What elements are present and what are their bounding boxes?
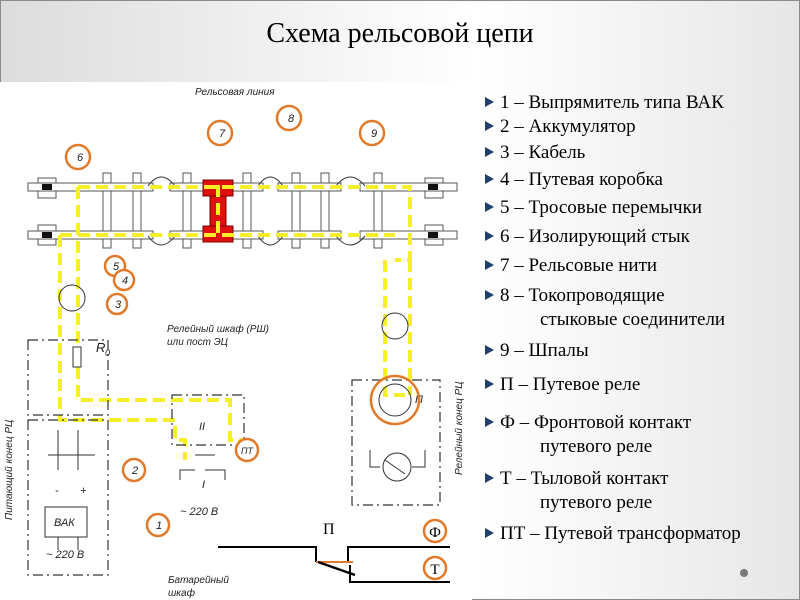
feed-voltage: ~ 220 В — [46, 549, 84, 561]
bullet-icon — [485, 290, 494, 300]
cabinet-boxes — [27, 339, 441, 576]
wiring — [44, 284, 426, 550]
sleeper — [373, 172, 383, 249]
callout-5: 5 — [113, 261, 120, 273]
relay-end-label: Релейный конец РЦ — [454, 381, 465, 475]
plus-sign: + — [80, 485, 87, 497]
callout-9: 9 — [371, 128, 377, 140]
bullet-icon — [485, 121, 494, 131]
sleeper — [320, 172, 330, 249]
bullet-icon — [485, 260, 494, 270]
sleeper — [291, 172, 301, 249]
front-contact-label: Ф — [429, 525, 441, 541]
legend-item: 4 – Путевая коробка — [485, 169, 663, 191]
rail-line-label: Рельсовая линия — [195, 87, 275, 98]
bullet-icon — [485, 202, 494, 212]
joint-insulators — [42, 184, 438, 238]
legend-item: 6 – Изолирующий стык — [485, 226, 690, 248]
relay-cabinet-label-2: или пост ЭЦ — [167, 337, 228, 348]
legend-item: П – Путевое реле — [485, 374, 640, 396]
track-relay — [378, 383, 412, 417]
callout-7: 7 — [219, 128, 226, 140]
bullet-icon — [485, 417, 494, 427]
bullet-icon — [485, 174, 494, 184]
rectifier-box-label: ВАК — [54, 517, 75, 529]
callout-6: 6 — [77, 152, 84, 164]
legend-item: ПТ – Путевой трансформатор — [485, 523, 741, 545]
bullet-icon — [485, 231, 494, 241]
contact-relay-label: П — [323, 521, 335, 538]
relay-cabinet-label-1: Релейный шкаф (РШ) — [167, 323, 269, 335]
legend: 1 – Выпрямитель типа ВАК 2 – Аккумулятор… — [485, 0, 800, 600]
feed-end-label: Питающий конец РЦ — [4, 420, 15, 520]
track-box-left — [58, 284, 86, 312]
sleeper — [182, 172, 192, 249]
callout-4: 4 — [122, 275, 128, 287]
resistor — [72, 346, 82, 368]
track-box-right — [381, 312, 409, 340]
slide-title: Схема рельсовой цепи — [266, 18, 534, 49]
resistor-label: R — [96, 340, 105, 355]
contact-diagram: П Ф Т — [218, 518, 450, 583]
bullet-icon — [485, 345, 494, 355]
sleeper — [132, 172, 142, 249]
transformer-voltage: ~ 220 В — [180, 506, 218, 518]
secondary-winding-label: II — [199, 421, 205, 433]
legend-item: 9 – Шпалы — [485, 340, 589, 362]
legend-item: 1 – Выпрямитель типа ВАК — [485, 92, 724, 114]
bullet-icon — [485, 528, 494, 538]
bullet-icon — [485, 147, 494, 157]
joint-connectors — [147, 176, 366, 246]
legend-item: 3 – Кабель — [485, 142, 585, 164]
sleeper — [242, 172, 252, 249]
battery-cabinet-2: шкаф — [168, 587, 196, 599]
legend-item: 2 – Аккумулятор — [485, 116, 636, 138]
back-contact-label: Т — [430, 562, 439, 578]
diode — [382, 452, 412, 482]
sleepers — [102, 172, 383, 249]
callout-pt: ПТ — [241, 446, 255, 456]
bullet-icon — [485, 473, 494, 483]
callout-8: 8 — [288, 113, 295, 125]
legend-item: 5 – Тросовые перемычки — [485, 197, 702, 219]
battery-cabinet-1: Батарейный — [168, 575, 229, 586]
sleeper — [102, 172, 112, 249]
bullet-icon — [485, 379, 494, 389]
resistor-subscript: 0 — [105, 348, 110, 358]
callout-rings — [64, 104, 421, 538]
callout-1: 1 — [156, 520, 162, 532]
slide-dot — [740, 569, 748, 577]
callout-2: 2 — [131, 465, 138, 477]
minus-sign: - — [55, 485, 59, 497]
primary-winding-label: I — [202, 479, 205, 491]
rectifier-box — [44, 506, 88, 538]
bullet-icon — [485, 97, 494, 107]
signal-path — [58, 185, 412, 460]
legend-item: 7 – Рельсовые нити — [485, 255, 657, 277]
callout-3: 3 — [115, 299, 122, 311]
